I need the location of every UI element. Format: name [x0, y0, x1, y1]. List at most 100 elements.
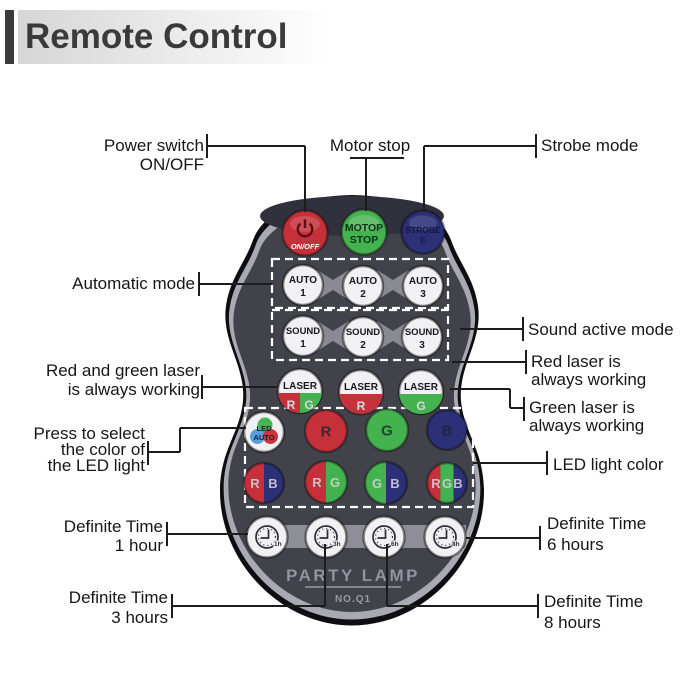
led-g-button[interactable]: G — [364, 407, 410, 453]
svg-text:LED: LED — [257, 424, 273, 433]
svg-text:R: R — [287, 398, 296, 412]
sound-1-button[interactable]: SOUND 1 — [281, 314, 325, 358]
svg-text:G: G — [372, 476, 382, 491]
definite-time-6h-label: Definite Time 6 hours — [547, 513, 646, 555]
definite-time-3h-label: Definite Time 3 hours — [42, 588, 168, 628]
label-line: Press to select — [33, 424, 146, 443]
clock-icon — [255, 525, 279, 549]
svg-text:STROBE: STROBE — [405, 225, 441, 235]
svg-text:B: B — [442, 423, 453, 440]
svg-text:3: 3 — [419, 340, 425, 351]
led-r-button[interactable]: R — [303, 408, 349, 454]
label-line: always working — [531, 370, 647, 389]
svg-text:R: R — [250, 476, 260, 491]
timer-8h-button[interactable]: 8h — [423, 515, 467, 559]
svg-text:ON/OFF: ON/OFF — [291, 242, 320, 251]
motor-stop-label: Motor stop — [329, 136, 411, 155]
connector-sound — [460, 317, 524, 341]
svg-text:LASER: LASER — [344, 382, 379, 393]
button-highlight — [349, 215, 379, 231]
label-line: 1 hour — [114, 536, 163, 555]
svg-text:MOTOP: MOTOP — [345, 222, 383, 234]
connector-time-6h — [466, 526, 541, 550]
auto-3-button[interactable]: AUTO 3 — [401, 264, 445, 308]
led-rb-button[interactable]: R B — [242, 461, 286, 505]
sound-group-box — [270, 308, 450, 362]
press-select-label: Press to select the color of the LED lig… — [18, 424, 146, 474]
svg-text:R: R — [357, 399, 366, 413]
clock-icon — [372, 525, 396, 549]
label-line: 8 hours — [544, 613, 601, 632]
auto-1-button[interactable]: AUTO 1 — [281, 263, 325, 307]
svg-text:R: R — [312, 475, 322, 490]
svg-text:LASER: LASER — [404, 382, 439, 393]
automatic-mode-label: Automatic mode — [72, 274, 195, 293]
title-background: Remote Control — [18, 10, 322, 64]
label-line: Definite Time — [547, 514, 647, 533]
svg-text:B: B — [453, 476, 462, 491]
sound-active-mode-label: Sound active mode — [528, 320, 674, 339]
clock-icon — [433, 525, 457, 549]
connector-red-green-laser — [201, 375, 278, 399]
button-ring — [303, 459, 349, 505]
connector-green-laser — [450, 388, 525, 421]
svg-text:B: B — [268, 476, 277, 491]
svg-text:B: B — [390, 476, 399, 491]
power-icon — [296, 219, 314, 238]
led-auto-green-dot — [257, 417, 273, 433]
svg-text:R: R — [431, 476, 441, 491]
svg-text:G: G — [330, 475, 340, 490]
laser-rg-button[interactable]: LASER R G — [276, 367, 324, 415]
title-accent-bar — [5, 10, 14, 64]
led-auto-button[interactable]: LED AUTO — [242, 410, 286, 454]
connector-strobe — [423, 134, 537, 212]
led-b-button[interactable]: B — [425, 408, 469, 452]
svg-text:6h: 6h — [391, 541, 399, 548]
auto-2-button[interactable]: AUTO 2 — [341, 264, 385, 308]
svg-text:AUTO: AUTO — [289, 275, 317, 286]
svg-text:1: 1 — [300, 288, 306, 299]
svg-text:G: G — [416, 399, 425, 413]
svg-text:SOUND: SOUND — [346, 327, 380, 338]
button-ring — [425, 461, 469, 505]
sound-3-button[interactable]: SOUND 3 — [400, 315, 444, 359]
strobe-button[interactable]: STROBE E — [400, 209, 446, 255]
connector-motor — [350, 157, 404, 211]
connector-power — [206, 134, 306, 212]
led-auto-red-dot — [263, 429, 278, 444]
auto-group-box — [270, 257, 450, 310]
label-line: Green laser is — [529, 398, 635, 417]
timer-1h-button[interactable]: 1h — [245, 515, 289, 559]
button-ring — [363, 460, 409, 506]
svg-text:SOUND: SOUND — [286, 326, 320, 337]
label-line: Definite Time — [68, 588, 168, 607]
svg-text:AUTO: AUTO — [409, 276, 437, 287]
callout-lines — [147, 134, 548, 618]
svg-text:AUTO: AUTO — [349, 276, 377, 287]
button-ring — [242, 461, 286, 505]
led-rgb-button[interactable]: R G B — [425, 461, 469, 505]
laser-r-button[interactable]: LASER R — [337, 368, 385, 416]
label-line: Definite Time — [63, 517, 163, 536]
svg-text:AUTO: AUTO — [253, 433, 274, 442]
connector-time-1h — [166, 522, 248, 546]
led-rg-button[interactable]: R G — [303, 459, 349, 505]
led-gb-button[interactable]: G B — [363, 460, 409, 506]
connector-press-select — [147, 427, 246, 465]
svg-text:G: G — [442, 476, 452, 491]
svg-text:G: G — [304, 398, 313, 412]
connector-time-8h — [386, 544, 539, 618]
led-auto-blue-dot — [250, 429, 265, 444]
definite-time-1h-label: Definite Time 1 hour — [38, 517, 163, 555]
button-highlight — [409, 215, 437, 231]
svg-text:1h: 1h — [274, 541, 282, 548]
timer-6h-button[interactable]: 6h — [362, 515, 406, 559]
led-light-color-label: LED light color — [553, 455, 664, 474]
laser-g-button[interactable]: LASER G — [397, 368, 445, 416]
power-button[interactable]: ON/OFF — [281, 209, 329, 257]
sound-2-button[interactable]: SOUND 2 — [341, 315, 385, 359]
motor-stop-button[interactable]: MOTOP STOP — [340, 208, 388, 256]
label-line: Red and green laser — [45, 361, 200, 380]
